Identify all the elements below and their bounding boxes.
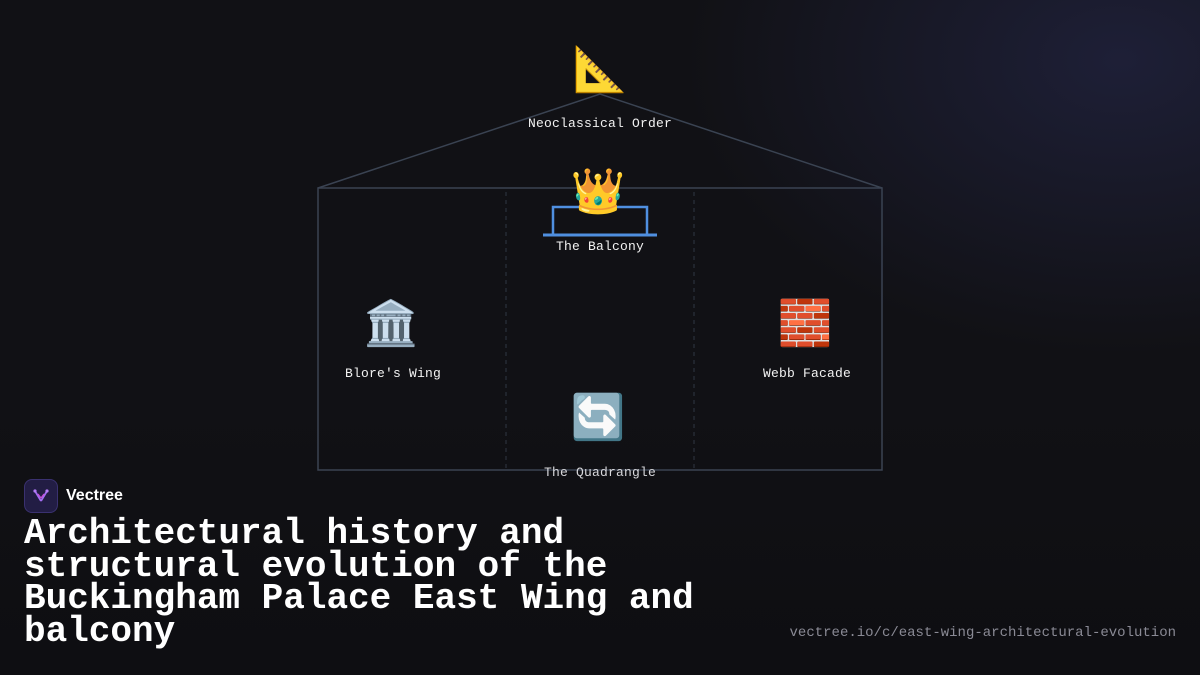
- node-label-webb-facade: Webb Facade: [762, 366, 852, 381]
- node-label-the-quadrangle: The Quadrangle: [543, 465, 657, 480]
- page-title: Architectural history and structural evo…: [24, 513, 694, 652]
- roof-outline: [317, 93, 883, 189]
- crown-icon: 👑: [570, 166, 626, 217]
- triangular-ruler-icon: 📐: [572, 44, 628, 95]
- brand-name: Vectree: [66, 487, 123, 504]
- node-label-neoclassical-order: Neoclassical Order: [527, 116, 673, 131]
- node-label-the-balcony: The Balcony: [555, 239, 645, 254]
- brick-icon: 🧱: [777, 298, 833, 349]
- source-url: vectree.io/c/east-wing-architectural-evo…: [789, 625, 1176, 641]
- building-outline: [317, 187, 883, 471]
- brand: Vectree: [24, 479, 123, 513]
- node-label-blores-wing: Blore's Wing: [344, 366, 442, 381]
- vectree-logo-icon: [24, 479, 58, 513]
- balcony-shape: [543, 205, 657, 237]
- cycle-arrows-icon: 🔄: [570, 392, 626, 443]
- classical-building-icon: 🏛️: [363, 298, 419, 349]
